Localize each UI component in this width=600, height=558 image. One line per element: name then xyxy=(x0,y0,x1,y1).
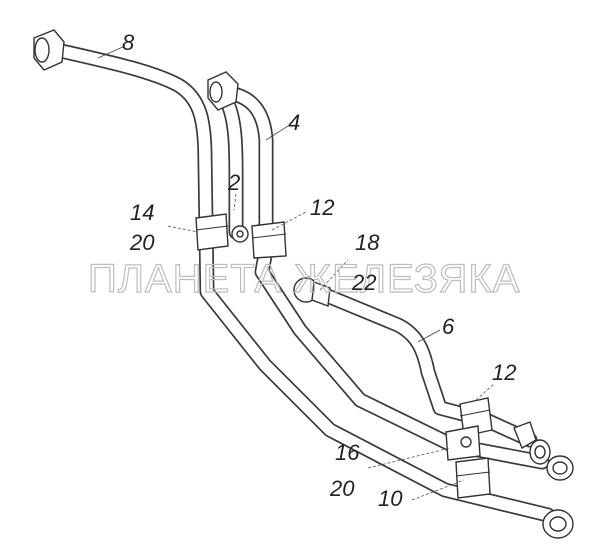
nut-pipe-8 xyxy=(33,29,65,71)
callout-8: 8 xyxy=(122,30,135,55)
bolt-top xyxy=(231,225,249,243)
callout-12-lower: 12 xyxy=(492,360,516,385)
clamp-14 xyxy=(195,213,229,251)
callout-6: 6 xyxy=(442,314,455,339)
pipe-4 xyxy=(218,85,550,470)
nut-pipe-4 xyxy=(207,71,239,111)
connector-18 xyxy=(293,277,331,307)
callout-22: 22 xyxy=(351,270,376,295)
callout-16: 16 xyxy=(335,440,360,465)
callout-18: 18 xyxy=(355,230,380,255)
callout-2: 2 xyxy=(227,170,240,195)
callout-20-upper: 20 xyxy=(129,230,155,255)
clamp-12-top xyxy=(251,221,287,259)
callout-10: 10 xyxy=(378,486,403,511)
clamp-10 xyxy=(455,457,491,499)
callout-12-upper: 12 xyxy=(310,195,334,220)
callout-20-lower: 20 xyxy=(329,476,355,501)
callout-14: 14 xyxy=(130,200,154,225)
pipe-8 xyxy=(40,40,556,523)
leader-lines xyxy=(97,45,495,501)
end-fitting-top xyxy=(513,421,551,465)
clamp-16 xyxy=(445,425,481,461)
pipe-2 xyxy=(218,92,244,240)
pipe-6 xyxy=(310,284,538,448)
callout-4: 4 xyxy=(288,110,300,135)
end-fitting-middle xyxy=(546,455,574,481)
watermark-text: ПЛАНЕТА ЖЕЛЕЗЯКА xyxy=(88,257,520,301)
end-fitting-bottom xyxy=(542,509,574,539)
clamp-12-bottom xyxy=(459,397,493,437)
